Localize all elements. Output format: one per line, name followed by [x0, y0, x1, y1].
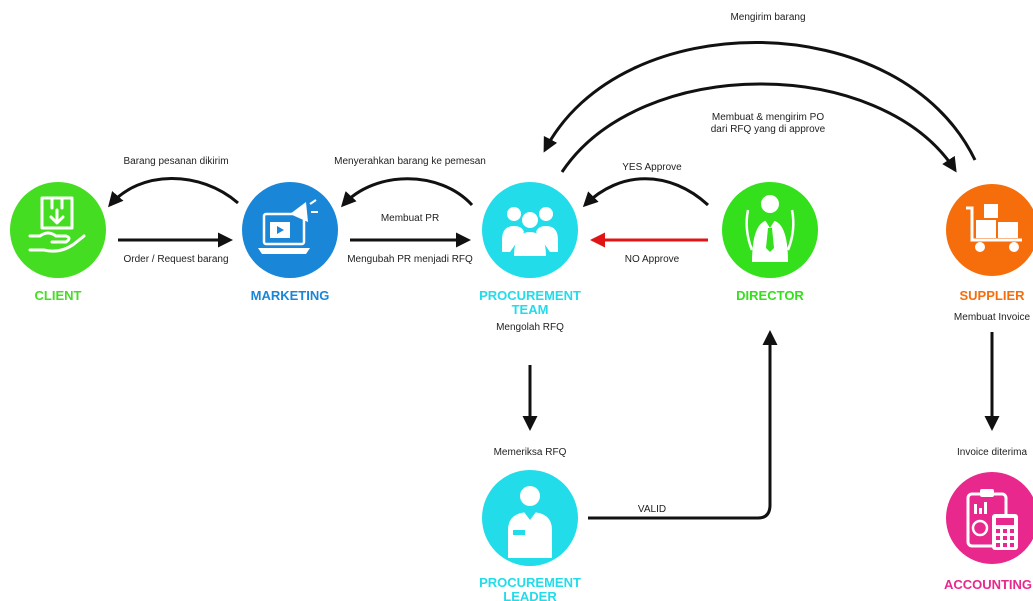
- businessman-icon: [745, 195, 795, 262]
- node-procurement-team: PROCUREMENT TEAM: [479, 182, 581, 317]
- edge-label-mengolah-rfq: Mengolah RFQ: [496, 322, 564, 333]
- node-label-procurement-team-2: TEAM: [512, 302, 549, 317]
- worker-icon: [508, 486, 552, 558]
- node-marketing: MARKETING: [242, 182, 338, 303]
- procurement-team-circle: [482, 182, 578, 278]
- arrow-mengirim-barang: [543, 41, 977, 161]
- edge-label-membuat-pr: Membuat PR: [381, 213, 439, 224]
- arrow-membuat-po: [560, 82, 957, 173]
- edge-label-order-request: Order / Request barang: [123, 254, 228, 265]
- edge-labels: Barang pesanan dikirim Order / Request b…: [123, 12, 1030, 515]
- node-client: CLIENT: [10, 182, 106, 303]
- group-people-icon: [502, 207, 558, 256]
- node-label-procurement-team-1: PROCUREMENT: [479, 288, 581, 303]
- edge-label-invoice-diterima: Invoice diterima: [957, 447, 1027, 458]
- arrow-yes-approve: [582, 177, 710, 208]
- hand-truck-icon: [966, 204, 1022, 252]
- node-accounting: ACCOUNTING: [944, 472, 1033, 592]
- node-procurement-leader: PROCUREMENT LEADER: [479, 470, 581, 601]
- arrow-barang-pesanan: [108, 177, 239, 208]
- edge-label-membuat-po-2: dari RFQ yang di approve: [711, 124, 826, 135]
- node-supplier: SUPPLIER: [946, 184, 1033, 303]
- edge-label-barang-pesanan: Barang pesanan dikirim: [123, 156, 228, 167]
- arrow-valid: [588, 330, 778, 520]
- calculator-clipboard-icon: [966, 489, 1018, 550]
- edge-label-membuat-invoice: Membuat Invoice: [954, 312, 1031, 323]
- node-label-client: CLIENT: [35, 288, 82, 303]
- node-label-procurement-leader-1: PROCUREMENT: [479, 575, 581, 590]
- node-label-procurement-leader-2: LEADER: [503, 589, 557, 601]
- edge-label-no-approve: NO Approve: [625, 254, 680, 265]
- node-label-director: DIRECTOR: [736, 288, 804, 303]
- client-circle: [10, 182, 106, 278]
- edge-label-menyerahkan: Menyerahkan barang ke pemesan: [334, 156, 486, 167]
- edge-label-valid: VALID: [638, 504, 666, 515]
- accounting-circle: [946, 472, 1033, 564]
- node-label-marketing: MARKETING: [251, 288, 330, 303]
- box-hand-icon: [28, 196, 86, 253]
- edge-label-yes-approve: YES Approve: [622, 162, 682, 173]
- edge-label-membuat-po-1: Membuat & mengirim PO: [712, 112, 824, 123]
- node-label-accounting: ACCOUNTING: [944, 577, 1032, 592]
- edge-label-mengubah-pr: Mengubah PR menjadi RFQ: [347, 254, 473, 265]
- megaphone-laptop-icon: [258, 199, 318, 254]
- node-director: DIRECTOR: [722, 182, 818, 303]
- edge-label-mengirim-barang: Mengirim barang: [730, 12, 805, 23]
- arrows: [108, 41, 1000, 520]
- arrow-menyerahkan: [340, 177, 474, 208]
- node-label-supplier: SUPPLIER: [959, 288, 1025, 303]
- edge-label-memeriksa-rfq: Memeriksa RFQ: [494, 447, 567, 458]
